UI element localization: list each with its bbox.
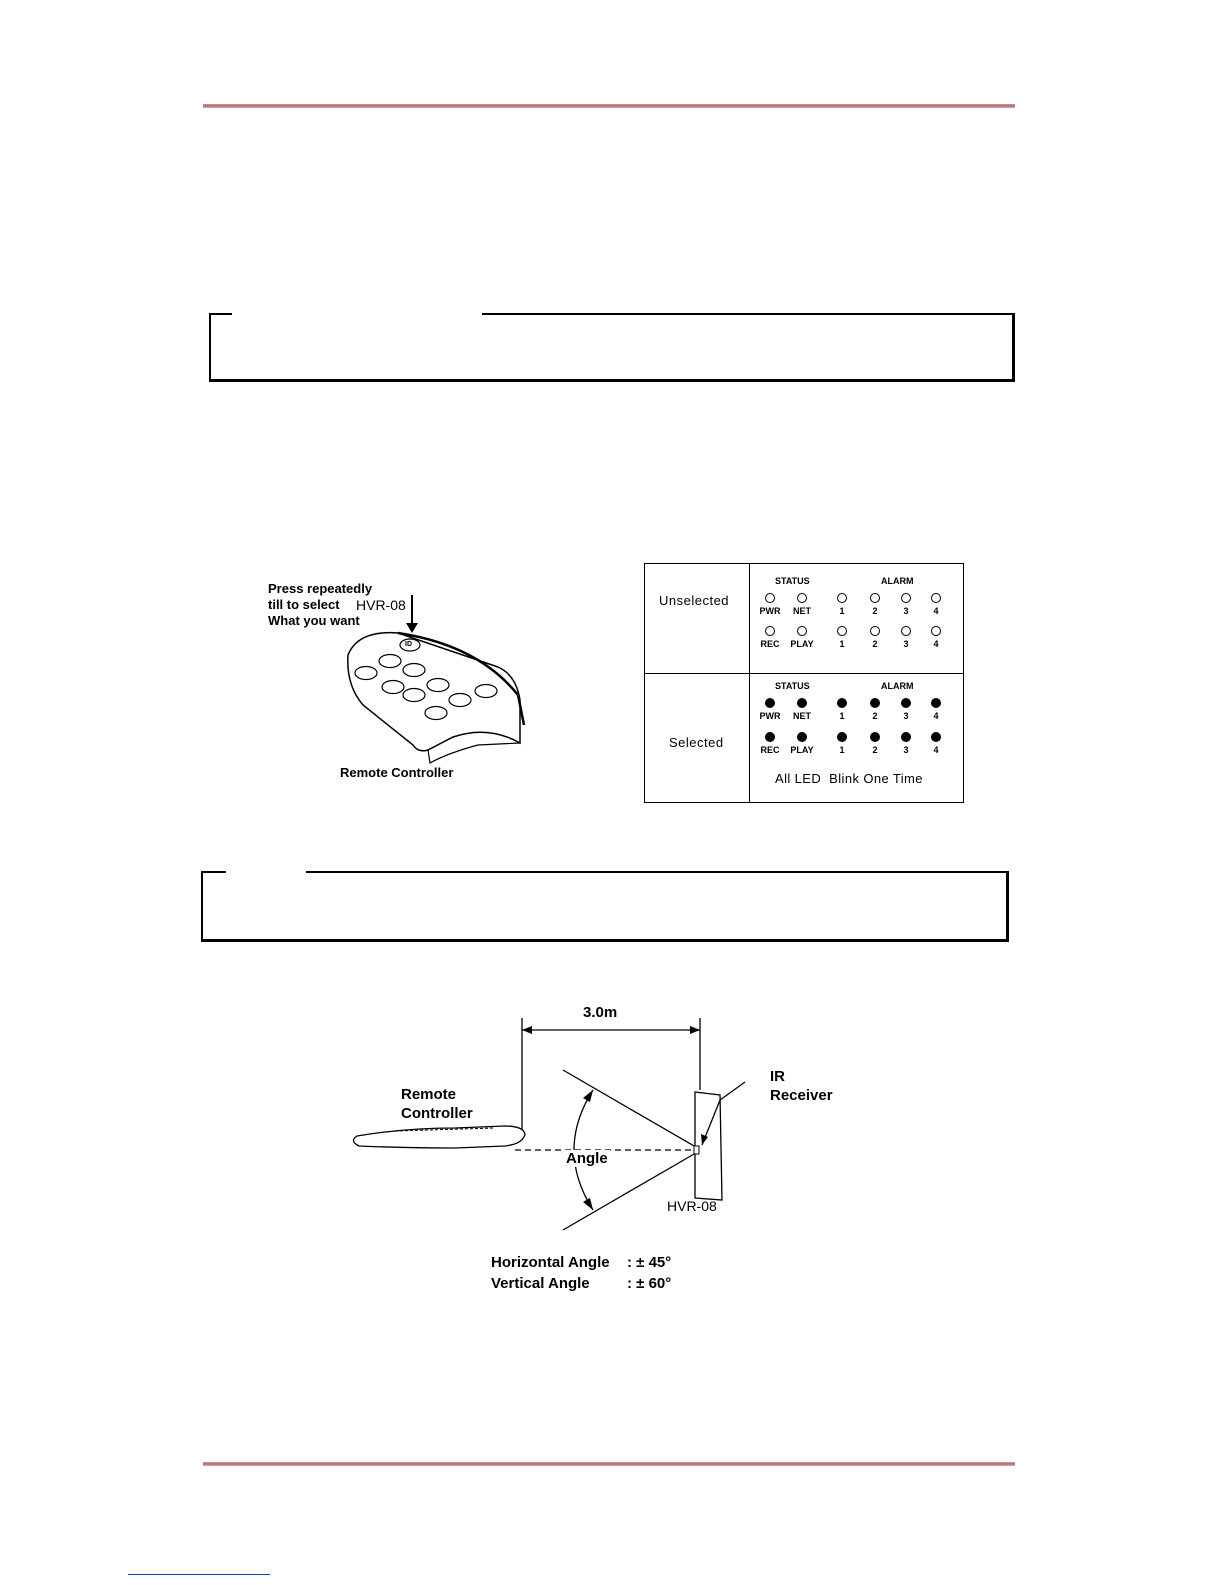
led-play-on: [797, 732, 807, 742]
remote-figure: Press repeatedly till to select HVR-08 W…: [248, 575, 558, 805]
led-alarm2-row1-off: [870, 593, 880, 603]
led-alarm3-row1-off: [901, 593, 911, 603]
label-alarm-3: 3: [903, 606, 909, 616]
remote-illustration: [347, 595, 526, 764]
press-text-line-2: till to select: [268, 597, 340, 612]
label-alarm-3b: 3: [903, 639, 909, 649]
table-divider-vertical: [749, 564, 750, 802]
led-alarm4-row2-off: [931, 626, 941, 636]
heading-box-2-gap: [226, 869, 306, 873]
label-alarm-1d: 1: [839, 745, 845, 755]
row-label-selected: Selected: [669, 735, 724, 750]
ir-label-line-1: IR: [770, 1068, 785, 1085]
horizontal-angle-value: : ± 45°: [627, 1254, 672, 1271]
label-net: NET: [793, 606, 811, 616]
label-pwr-sel: PWR: [759, 711, 781, 721]
remote-caption: Remote Controller: [340, 765, 454, 780]
led-alarm3-row2-off: [901, 626, 911, 636]
label-pwr: PWR: [759, 606, 781, 616]
id-button-label: ID: [405, 641, 412, 648]
horizontal-angle-label: Horizontal Angle: [491, 1254, 610, 1271]
led-net-on: [797, 698, 807, 708]
led-alarm4-row1-on: [931, 698, 941, 708]
alarm-header-unselected: ALARM: [881, 576, 914, 586]
remote-label-line-1: Remote: [401, 1086, 457, 1103]
led-play-off: [797, 626, 807, 636]
device-label: HVR-08: [667, 1198, 717, 1214]
vertical-angle-label: Vertical Angle: [491, 1275, 590, 1292]
ir-label-line-2: Receiver: [770, 1087, 833, 1104]
led-alarm4-row2-on: [931, 732, 941, 742]
label-alarm-2: 2: [872, 606, 878, 616]
label-alarm-3c: 3: [903, 711, 909, 721]
label-alarm-2d: 2: [872, 745, 878, 755]
section-heading-box-1: [209, 313, 1015, 382]
distance-label: 3.0m: [583, 1004, 618, 1021]
label-alarm-3d: 3: [903, 745, 909, 755]
led-pwr-on: [765, 698, 775, 708]
label-alarm-2c: 2: [872, 711, 878, 721]
led-alarm3-row1-on: [901, 698, 911, 708]
led-alarm1-row1-on: [837, 698, 847, 708]
led-alarm2-row1-on: [870, 698, 880, 708]
label-rec: REC: [760, 639, 780, 649]
blink-note: All LED Blink One Time: [775, 771, 923, 786]
model-label: HVR-08: [355, 597, 407, 613]
led-alarm2-row2-on: [870, 732, 880, 742]
label-alarm-1c: 1: [839, 711, 845, 721]
footer-rule: [203, 1462, 1015, 1466]
footer-link-underline: [128, 1574, 270, 1575]
label-alarm-1b: 1: [839, 639, 845, 649]
section-heading-box-2: [201, 871, 1009, 942]
label-alarm-2b: 2: [872, 639, 878, 649]
label-alarm-4c: 4: [933, 711, 939, 721]
label-net-sel: NET: [793, 711, 811, 721]
angle-label: Angle: [564, 1150, 610, 1167]
label-alarm-4d: 4: [933, 745, 939, 755]
press-text-line-1: Press repeatedly: [268, 581, 373, 596]
press-text-line-3: What you want: [268, 613, 360, 628]
remote-label-line-2: Controller: [401, 1105, 473, 1122]
range-figure: 3.0m Remote Controller Angle IR Receiver…: [345, 1004, 865, 1300]
alarm-header-selected: ALARM: [881, 681, 914, 691]
vertical-angle-value: : ± 60°: [627, 1275, 672, 1292]
header-rule: [203, 104, 1015, 108]
led-rec-on: [765, 732, 775, 742]
led-pwr-off: [765, 593, 775, 603]
label-play-sel: PLAY: [790, 745, 814, 755]
led-alarm1-row1-off: [837, 593, 847, 603]
led-alarm1-row2-on: [837, 732, 847, 742]
led-alarm1-row2-off: [837, 626, 847, 636]
status-header-selected: STATUS: [775, 681, 810, 691]
label-play: PLAY: [790, 639, 814, 649]
led-alarm4-row1-off: [931, 593, 941, 603]
led-net-off: [797, 593, 807, 603]
table-divider-horizontal: [645, 673, 963, 674]
row-label-unselected: Unselected: [659, 593, 730, 608]
status-header-unselected: STATUS: [775, 576, 810, 586]
label-rec-sel: REC: [760, 745, 780, 755]
heading-box-1-gap: [232, 311, 482, 315]
led-status-table: Unselected Selected STATUS ALARM PWR NET…: [644, 563, 964, 803]
label-alarm-1: 1: [839, 606, 845, 616]
led-alarm2-row2-off: [870, 626, 880, 636]
label-alarm-4: 4: [933, 606, 939, 616]
led-rec-off: [765, 626, 775, 636]
label-alarm-4b: 4: [933, 639, 939, 649]
led-alarm3-row2-on: [901, 732, 911, 742]
range-diagram: [352, 1018, 746, 1231]
